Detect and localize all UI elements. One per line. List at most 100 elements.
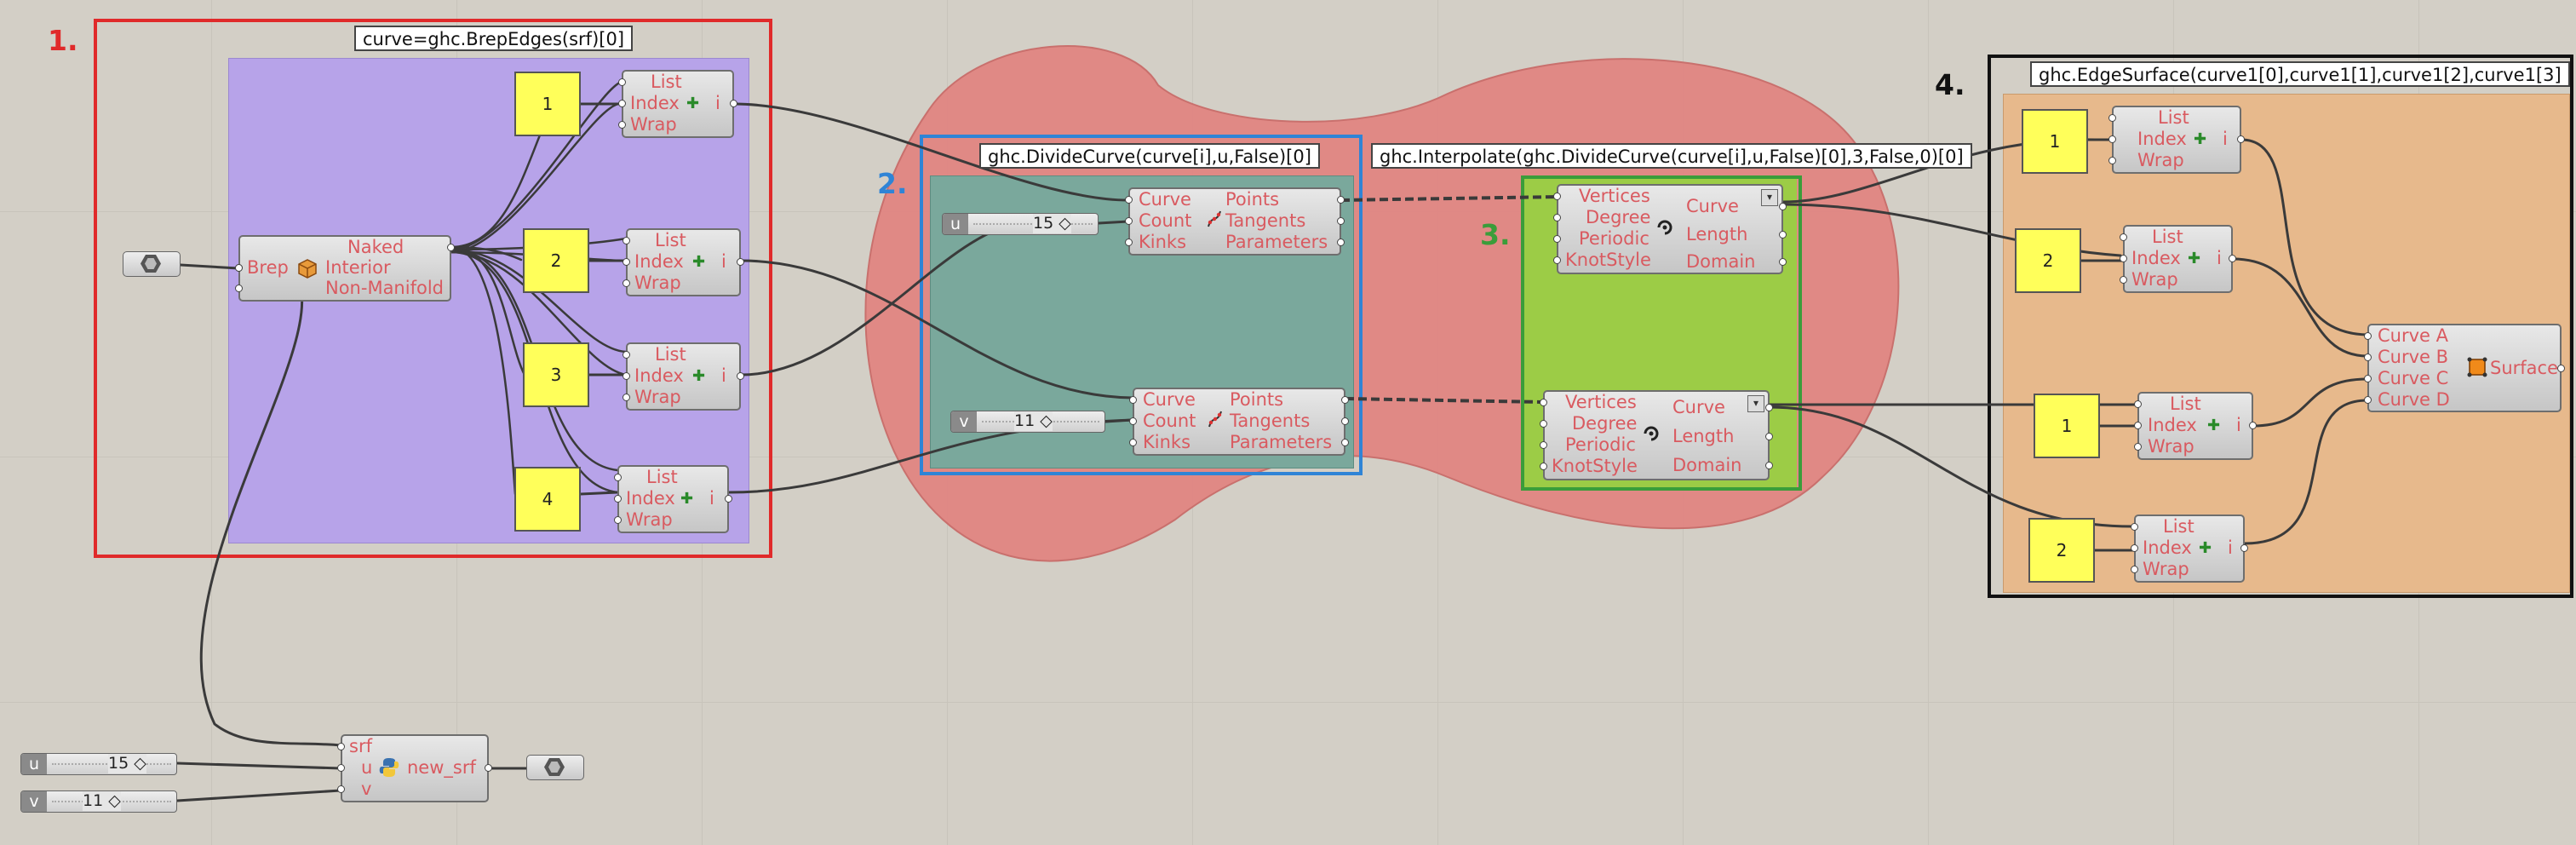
panel-curve-index-2a[interactable]: 2 [2015, 228, 2081, 293]
output-port[interactable] [1341, 417, 1349, 425]
panel-index-2[interactable]: 2 [523, 228, 589, 293]
slider-u[interactable]: u 15 ◇ [942, 213, 1099, 235]
input-port[interactable] [622, 394, 630, 401]
input-port[interactable] [2134, 400, 2142, 408]
input-port[interactable] [614, 516, 622, 524]
output-port[interactable] [1341, 439, 1349, 446]
output-port[interactable] [1765, 462, 1773, 469]
input-port[interactable] [1553, 256, 1561, 264]
input-port[interactable] [1125, 217, 1133, 225]
input-port[interactable] [235, 264, 243, 272]
input-port[interactable] [618, 100, 626, 107]
input-port[interactable] [1540, 463, 1547, 470]
input-port[interactable] [1553, 193, 1561, 200]
input-port[interactable] [1553, 235, 1561, 243]
output-port[interactable] [730, 100, 737, 107]
input-port[interactable] [1540, 420, 1547, 428]
brep-edges-component[interactable]: Brep Naked Interior Non-Manifold [235, 235, 455, 302]
output-port[interactable] [2237, 135, 2245, 143]
list-item-1[interactable]: List Index Wrap ✚ i [618, 70, 737, 138]
interpolate-u[interactable]: Vertices Degree Periodic KnotStyle Curve… [1553, 184, 1787, 274]
list-item-2[interactable]: List Index Wrap ✚ i [622, 228, 744, 296]
input-port[interactable] [622, 351, 630, 359]
input-port[interactable] [622, 258, 630, 266]
output-port[interactable] [2229, 255, 2236, 262]
output-port[interactable] [725, 495, 732, 503]
input-port[interactable] [1129, 417, 1137, 425]
panel-index-4[interactable]: 4 [514, 467, 581, 532]
input-port[interactable] [2108, 157, 2116, 164]
input-port[interactable] [618, 78, 626, 86]
input-port[interactable] [2131, 566, 2138, 573]
output-port[interactable] [2249, 422, 2257, 429]
output-port[interactable] [1779, 203, 1787, 210]
panel-curve-index-1b[interactable]: 1 [2034, 394, 2100, 458]
panel-index-3[interactable]: 3 [523, 342, 589, 407]
output-port[interactable] [2557, 365, 2565, 372]
output-port[interactable] [1765, 404, 1773, 411]
input-port[interactable] [337, 764, 345, 772]
brep-param[interactable] [123, 251, 181, 277]
input-port[interactable] [235, 285, 243, 292]
input-port[interactable] [2120, 233, 2127, 241]
python-component[interactable]: srf u v new_srf [337, 734, 492, 802]
input-port[interactable] [622, 279, 630, 287]
input-port[interactable] [1129, 396, 1137, 404]
input-port[interactable] [2120, 276, 2127, 284]
input-port[interactable] [1553, 214, 1561, 221]
interpolate-v[interactable]: Vertices Degree Periodic KnotStyle Curve… [1540, 390, 1773, 480]
output-port[interactable] [1779, 258, 1787, 266]
input-port[interactable] [2131, 544, 2138, 552]
input-port[interactable] [2364, 396, 2372, 404]
input-port[interactable] [614, 474, 622, 481]
preview-toggle-icon[interactable]: ▾ [1747, 395, 1764, 412]
list-item-g4-1[interactable]: List Index Wrap ✚ i [2108, 106, 2245, 174]
input-port[interactable] [1125, 239, 1133, 246]
panel-curve-index-1a[interactable]: 1 [2022, 109, 2088, 174]
input-port[interactable] [2364, 332, 2372, 340]
bottom-slider-v[interactable]: v 11 ◇ [20, 790, 177, 813]
output-port[interactable] [2240, 544, 2248, 552]
output-port[interactable] [1779, 231, 1787, 239]
list-item-4[interactable]: List Index Wrap ✚ i [614, 465, 732, 533]
output-port[interactable] [737, 258, 744, 266]
input-port[interactable] [337, 743, 345, 750]
input-port[interactable] [2134, 443, 2142, 451]
list-item-3[interactable]: List Index Wrap ✚ i [622, 342, 744, 411]
output-port[interactable] [447, 244, 455, 251]
input-port[interactable] [1129, 439, 1137, 446]
input-port[interactable] [622, 237, 630, 244]
output-port[interactable] [1337, 217, 1345, 225]
input-port[interactable] [1540, 441, 1547, 449]
input-port[interactable] [2131, 523, 2138, 531]
input-port[interactable] [337, 785, 345, 793]
input-port[interactable] [622, 372, 630, 380]
input-port[interactable] [614, 495, 622, 503]
output-brep-param[interactable] [526, 755, 584, 780]
edge-surface-component[interactable]: Curve A Curve B Curve C Curve D Surface [2364, 324, 2565, 412]
panel-curve-index-2b[interactable]: 2 [2028, 518, 2095, 583]
input-port[interactable] [2120, 255, 2127, 262]
input-port[interactable] [1125, 196, 1133, 204]
output-port[interactable] [1337, 196, 1345, 204]
divide-curve-u[interactable]: Curve Count Kinks Points Tangents Parame… [1125, 187, 1345, 256]
output-port[interactable] [485, 764, 492, 772]
input-port[interactable] [2108, 114, 2116, 122]
output-port[interactable] [1765, 433, 1773, 440]
list-item-g4-4[interactable]: List Index Wrap ✚ i [2131, 514, 2248, 583]
output-port[interactable] [737, 372, 744, 380]
input-port[interactable] [2364, 375, 2372, 382]
bottom-slider-u[interactable]: u 15 ◇ [20, 753, 177, 775]
input-port[interactable] [618, 121, 626, 129]
divide-curve-v[interactable]: Curve Count Kinks Points Tangents Parame… [1129, 388, 1349, 456]
slider-v[interactable]: v 11 ◇ [950, 411, 1105, 433]
output-port[interactable] [1337, 239, 1345, 246]
input-port[interactable] [2108, 135, 2116, 143]
output-port[interactable] [1341, 396, 1349, 404]
input-port[interactable] [2364, 354, 2372, 361]
input-port[interactable] [2134, 422, 2142, 429]
input-port[interactable] [1540, 399, 1547, 406]
list-item-g4-3[interactable]: List Index Wrap ✚ i [2134, 392, 2257, 460]
panel-index-1[interactable]: 1 [514, 72, 581, 136]
